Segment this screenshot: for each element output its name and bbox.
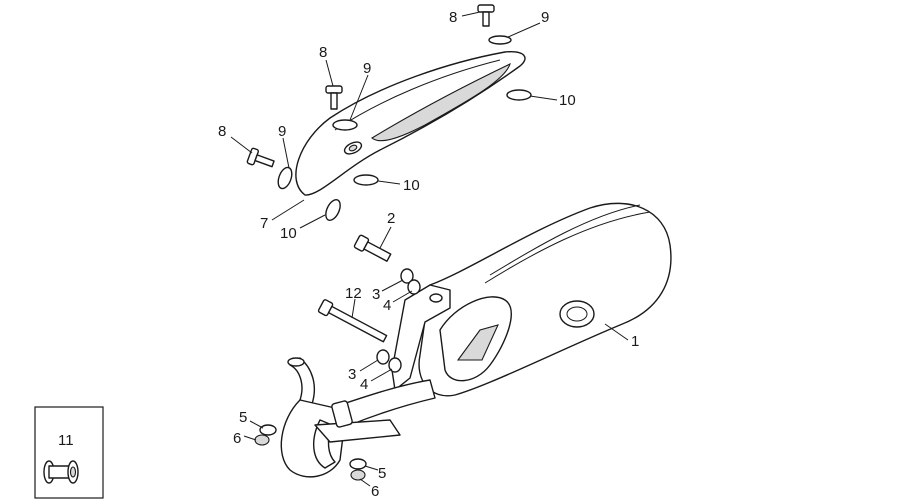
callout-9: 9 [541, 9, 549, 26]
callout-12: 12 [345, 285, 362, 302]
spacer-11 [43, 460, 79, 484]
grommet-10-mid [353, 174, 379, 186]
bolt-2 [353, 234, 392, 262]
callout-5: 5 [378, 465, 386, 482]
callout-8: 8 [218, 123, 226, 140]
callout-1: 1 [631, 333, 639, 350]
callout-11: 11 [58, 432, 74, 449]
callout-4: 4 [360, 376, 368, 393]
callout-6: 6 [371, 483, 379, 500]
muffler [418, 202, 672, 397]
washer-5-right [349, 458, 367, 470]
washer-5-left [259, 424, 277, 436]
exhaust-pipe [280, 357, 436, 478]
callout-8: 8 [449, 9, 457, 26]
callout-9: 9 [363, 60, 371, 77]
callout-8: 8 [319, 44, 327, 61]
bolt-8-left [246, 147, 275, 168]
bolt-8-top [477, 4, 495, 27]
washer-9-top [488, 35, 512, 45]
grommet-10-top [506, 89, 532, 101]
callout-3: 3 [348, 366, 356, 383]
mounting-bracket [391, 284, 451, 391]
washer-4-lower [388, 357, 402, 373]
callout-5: 5 [239, 409, 247, 426]
callout-3: 3 [372, 286, 380, 303]
heat-shield [295, 50, 526, 196]
callout-6: 6 [233, 430, 241, 447]
callout-2: 2 [387, 210, 395, 227]
washer-4-upper [407, 279, 421, 295]
callout-7: 7 [260, 215, 268, 232]
leader-lines [230, 11, 629, 487]
callout-4: 4 [383, 297, 391, 314]
callout-10: 10 [559, 92, 576, 109]
grommet-10-low [325, 199, 341, 221]
callout-10: 10 [280, 225, 297, 242]
washer-9-mid [332, 119, 358, 131]
nut-6-right [350, 469, 366, 481]
washer-3-lower [376, 349, 390, 365]
callout-10: 10 [403, 177, 420, 194]
bolt-12 [317, 299, 388, 343]
washer-3-upper [400, 268, 414, 284]
callout-9: 9 [278, 123, 286, 140]
inset-part-11: 11 [34, 406, 104, 499]
washer-9-left [277, 166, 293, 190]
nut-6-left [254, 434, 270, 446]
bolt-8-mid [325, 85, 343, 110]
